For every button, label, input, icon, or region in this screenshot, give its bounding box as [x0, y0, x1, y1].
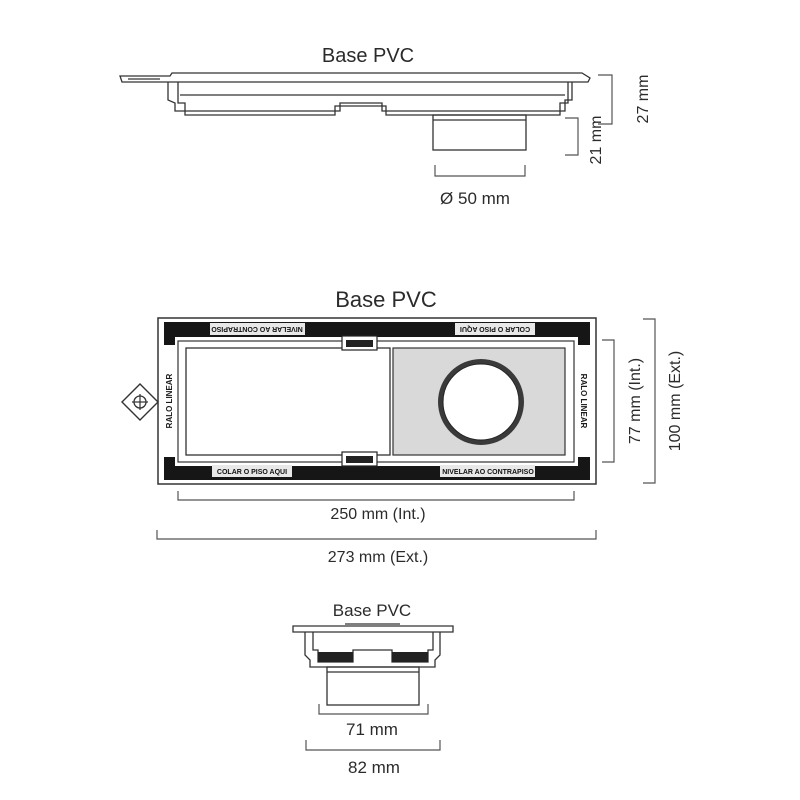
dim-outer-height-bracket	[643, 318, 656, 484]
side-right-label: RALO LINEAR	[579, 374, 588, 429]
strip-bottom-left-label: COLAR O PISO AQUI	[217, 469, 287, 476]
section-drawing	[119, 72, 591, 151]
dim-inner-width-bracket	[177, 491, 575, 501]
dim-outlet-height-label: 21 mm	[588, 116, 605, 165]
cross-section-title: Base PVC	[333, 601, 411, 620]
dim-inner-height-bracket	[602, 339, 615, 463]
dim-inner-width-label: 250 mm (Int.)	[330, 506, 425, 523]
cross-section-view: Base PVC 71 mm 82 mm	[292, 601, 454, 777]
plan-view: Base PVC	[121, 287, 684, 566]
dim-total-height-label: 27 mm	[635, 75, 652, 124]
section-view: Base PVC 27 mm 21 mm Ø 50 mm	[119, 45, 652, 208]
cross-section-drawing	[292, 623, 454, 706]
section-view-title: Base PVC	[322, 45, 414, 67]
dim-outer-width-label: 273 mm (Ext.)	[328, 549, 428, 566]
dim-outer-width-bracket	[156, 530, 597, 540]
strip-top-left-label: NIVELAR AO CONTRAPISO	[211, 325, 303, 332]
strip-bottom-right-label: NIVELAR AO CONTRAPISO	[442, 469, 534, 476]
side-left-label: RALO LINEAR	[165, 373, 174, 428]
dim-inner-height-label: 77 mm (Int.)	[627, 358, 644, 444]
dim-outlet-height-bracket	[565, 117, 579, 156]
dim-cross-outer-label: 82 mm	[348, 758, 400, 777]
dim-cross-outer-bracket	[305, 740, 441, 751]
plan-drawing	[121, 317, 597, 485]
dim-outlet-diameter-bracket	[434, 165, 526, 177]
dim-total-height-bracket	[598, 74, 613, 125]
dim-outer-height-label: 100 mm (Ext.)	[667, 351, 684, 451]
dim-cross-inner-label: 71 mm	[346, 720, 398, 739]
strip-top-right-label: COLAR O PISO AQUI	[460, 325, 530, 332]
dim-cross-inner-bracket	[318, 704, 429, 715]
dim-outlet-diameter-label: Ø 50 mm	[440, 189, 510, 208]
plan-view-title: Base PVC	[335, 287, 437, 312]
